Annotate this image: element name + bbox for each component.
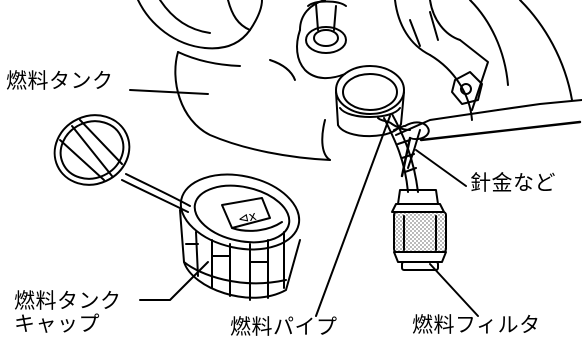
fuel-tank-cap-label: 燃料タンク キャップ — [14, 290, 122, 335]
fuel-pipe-label: 燃料パイプ — [230, 315, 338, 339]
fuel-tank-drawing — [137, 0, 582, 161]
fuel-tank-cap-label-line2: キャップ — [14, 311, 100, 336]
fuel-tank-cap-label-line1: 燃料タンク — [14, 289, 122, 313]
fuel-tank-label: 燃料タンク — [6, 69, 114, 93]
fuel-filter-label: 燃料フィルタ — [412, 313, 541, 337]
fuel-tank-cap-drawing — [53, 114, 301, 301]
wire-label: 針金など — [470, 171, 556, 195]
fuel-filter-drawing — [391, 189, 447, 271]
cap-marking: ⊲x — [237, 209, 259, 228]
leader-lines — [129, 89, 479, 317]
